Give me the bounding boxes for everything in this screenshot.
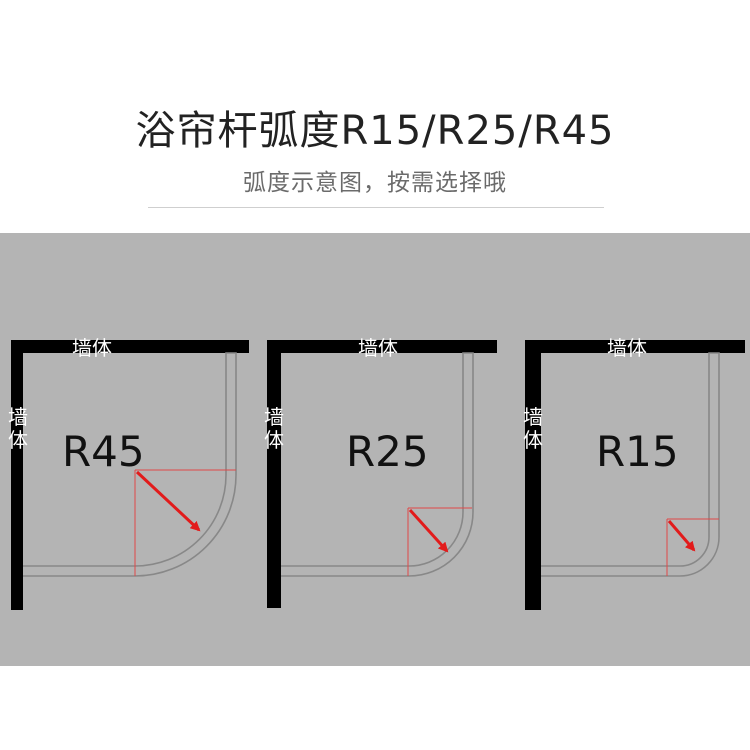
side-wall-label-top: 墙: [264, 405, 284, 429]
top-wall: [525, 340, 745, 353]
side-wall-label-bottom: 体: [523, 428, 543, 452]
left-wall: [525, 340, 541, 610]
radius-arrow: [667, 520, 696, 552]
radius-guide-box: [134, 469, 236, 576]
diagram-r25: 墙体 墙 体 R25: [264, 336, 497, 608]
diagram-r45: 墙体 墙 体 R45: [8, 336, 249, 610]
radius-guide-box: [407, 507, 472, 576]
radius-label: R45: [62, 427, 145, 476]
left-wall: [267, 340, 281, 608]
shower-rod: [541, 352, 720, 577]
left-wall: [11, 340, 23, 610]
page-title: 浴帘杆弧度R15/R25/R45: [135, 108, 615, 154]
top-wall-label: 墙体: [607, 336, 647, 360]
page-subtitle: 弧度示意图，按需选择哦: [243, 170, 507, 196]
diagram-r15: 墙体 墙 体 R15: [523, 336, 745, 610]
top-wall: [11, 340, 249, 353]
radius-arrow: [408, 508, 449, 553]
top-wall-label: 墙体: [358, 336, 398, 360]
radius-arrow: [135, 470, 201, 532]
side-wall-label-top: 墙: [523, 405, 543, 429]
top-wall: [267, 340, 497, 353]
diagram-panel: [0, 233, 750, 666]
radius-label: R15: [596, 427, 679, 476]
side-wall-label-bottom: 体: [8, 428, 28, 452]
side-wall-label-bottom: 体: [264, 428, 284, 452]
top-wall-label: 墙体: [72, 336, 112, 360]
side-wall-label-top: 墙: [8, 405, 28, 429]
shower-rod: [23, 352, 237, 577]
radius-label: R25: [346, 427, 429, 476]
title-divider: [148, 207, 604, 208]
shower-rod: [281, 352, 474, 577]
radius-guide-box: [666, 518, 719, 576]
